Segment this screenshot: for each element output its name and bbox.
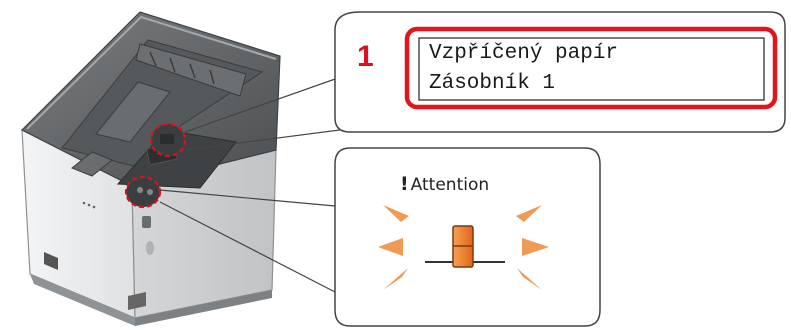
display-line-2: Zásobník 1: [429, 72, 556, 95]
attention-label: !Attention: [400, 174, 520, 195]
lcd-text: Vzpříčený papír Zásobník 1: [415, 35, 765, 101]
attention-symbol: !: [400, 173, 409, 195]
printer-illustration: [20, 11, 281, 326]
message-display: [418, 37, 765, 101]
attention-text: Attention: [410, 175, 490, 195]
display-line-1: Vzpříčený papír: [429, 42, 619, 65]
zoom-circle: [149, 122, 187, 158]
callout-number: 1: [357, 40, 374, 73]
message-highlight: [404, 26, 778, 110]
attention-led-icon: [425, 225, 505, 268]
blink-ray: [378, 205, 549, 290]
zoom-circle: [124, 175, 162, 209]
